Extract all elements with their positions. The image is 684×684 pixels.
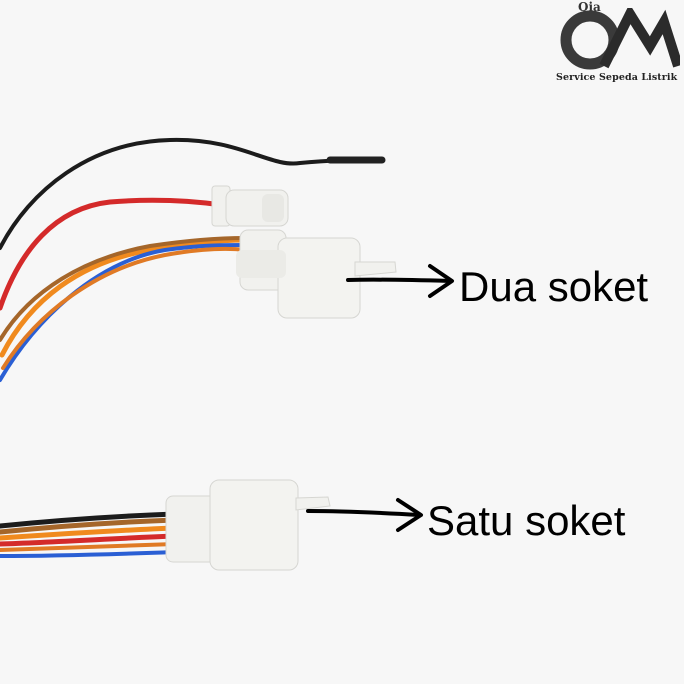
logo-tagline: Service Sepeda Listrik — [556, 72, 678, 83]
top-connector — [236, 229, 397, 319]
brand-logo: Qia Service Sepeda Listrik — [552, 0, 680, 88]
arrow-bottom — [306, 498, 423, 532]
logo-mark-icon — [560, 8, 680, 70]
bottom-connector — [165, 479, 331, 571]
bottom-harness-wires — [0, 511, 178, 558]
label-dua-soket: Dua soket — [459, 263, 649, 310]
small-connector — [211, 185, 289, 227]
top-harness-wires — [0, 137, 386, 382]
arrow-top — [346, 264, 454, 298]
logo-small-text: Qia — [578, 0, 601, 14]
label-satu-soket: Satu soket — [427, 497, 626, 544]
